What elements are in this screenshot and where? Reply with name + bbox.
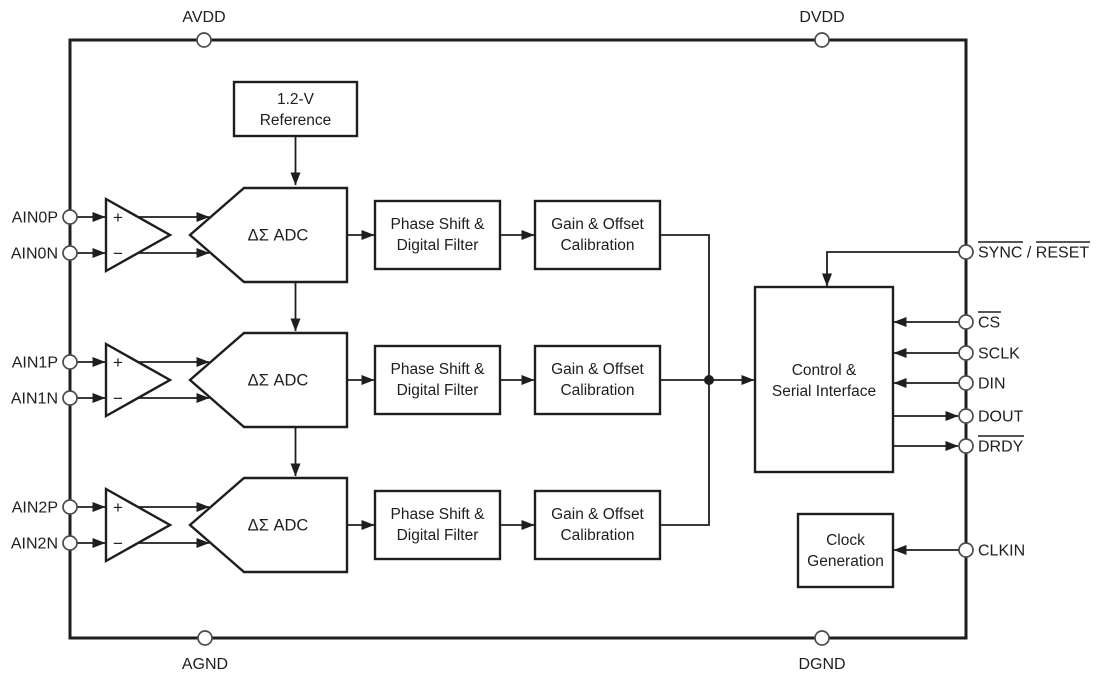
adc-block-1	[188, 331, 349, 429]
pin-dout	[958, 408, 974, 424]
gain-calibration-1-line1: Gain & Offset	[551, 361, 644, 378]
control-serial-interface-block	[753, 285, 895, 474]
phase-filter-block-0	[373, 199, 502, 271]
pin-cs	[958, 314, 974, 330]
phase-filter-2-line2: Digital Filter	[397, 527, 479, 544]
pin-label-ain0p: AIN0P	[12, 210, 58, 227]
amplifier-1-minus-sign: −	[113, 389, 123, 408]
adc-block-0	[188, 186, 349, 284]
amplifier-0-plus-sign: +	[113, 208, 123, 227]
pin-sclk	[958, 345, 974, 361]
pin-label-sync-reset: SYNC / RESET	[978, 245, 1089, 262]
pin-avdd	[196, 32, 212, 48]
pin-ain2p	[62, 499, 78, 515]
clock-generation-block	[796, 512, 895, 589]
pin-drdy	[958, 438, 974, 454]
clock-label-line1: Clock	[826, 532, 865, 549]
control-label-line2: Serial Interface	[772, 383, 876, 400]
pin-ain1n	[62, 390, 78, 406]
adc-block-0-label: ΔΣ ADC	[248, 227, 309, 245]
adc-block-1-label: ΔΣ ADC	[248, 372, 309, 390]
pin-label-drdy: DRDY	[978, 439, 1024, 456]
pin-label-sync: SYNC	[978, 245, 1022, 262]
pin-label-sclk: SCLK	[978, 346, 1020, 363]
pin-clkin	[958, 542, 974, 558]
pin-label-agnd: AGND	[182, 656, 228, 673]
reference-label-line1: 1.2-V	[277, 91, 315, 108]
gain-calibration-2-line2: Calibration	[560, 527, 634, 544]
adc-block-2-label: ΔΣ ADC	[248, 517, 309, 535]
pin-ain2n	[62, 535, 78, 551]
pin-ain0p	[62, 209, 78, 225]
pin-ain0n	[62, 245, 78, 261]
phase-filter-block-1	[373, 344, 502, 416]
phase-filter-1-line1: Phase Shift &	[391, 361, 486, 378]
reference-label-line2: Reference	[260, 112, 332, 129]
pin-din	[958, 375, 974, 391]
pin-label-dout: DOUT	[978, 409, 1024, 426]
pin-label-avdd: AVDD	[182, 9, 225, 26]
gain-calibration-block-1	[533, 344, 662, 416]
pin-label-ain1n: AIN1N	[11, 391, 58, 408]
pin-label-dgnd: DGND	[798, 656, 845, 673]
pin-label-reset: RESET	[1036, 245, 1090, 262]
clock-label-line2: Generation	[807, 553, 884, 570]
gain-calibration-1-line2: Calibration	[560, 382, 634, 399]
amplifier-0-minus-sign: −	[113, 244, 123, 263]
pin-label-din: DIN	[978, 376, 1006, 393]
amplifier-1-plus-sign: +	[113, 353, 123, 372]
pin-sync-reset	[958, 244, 974, 260]
pin-dgnd	[814, 630, 830, 646]
amplifier-2-minus-sign: −	[113, 534, 123, 553]
pin-ain1p	[62, 354, 78, 370]
pin-label-ain1p: AIN1P	[12, 355, 58, 372]
phase-filter-2-line1: Phase Shift &	[391, 506, 486, 523]
gain-calibration-0-line1: Gain & Offset	[551, 216, 644, 233]
pin-label-cs: CS	[978, 315, 1000, 332]
control-label-line1: Control &	[792, 362, 857, 379]
phase-filter-0-line2: Digital Filter	[397, 237, 479, 254]
amplifier-2-plus-sign: +	[113, 498, 123, 517]
pin-label-dvdd: DVDD	[799, 9, 844, 26]
pin-agnd	[197, 630, 213, 646]
wire-sync-reset	[822, 251, 959, 287]
gain-calibration-block-2	[533, 489, 662, 561]
gain-calibration-block-0	[533, 199, 662, 271]
gain-calibration-2-line1: Gain & Offset	[551, 506, 644, 523]
pin-dvdd	[814, 32, 830, 48]
pin-label-sync-reset-separator: /	[1022, 245, 1035, 262]
phase-filter-1-line2: Digital Filter	[397, 382, 479, 399]
pin-label-ain2n: AIN2N	[11, 536, 58, 553]
phase-filter-block-2	[373, 489, 502, 561]
adc-block-2	[188, 476, 349, 574]
pin-label-ain0n: AIN0N	[11, 246, 58, 263]
gain-calibration-0-line2: Calibration	[560, 237, 634, 254]
bus-junction-dot	[704, 375, 714, 385]
phase-filter-0-line1: Phase Shift &	[391, 216, 486, 233]
pin-label-ain2p: AIN2P	[12, 500, 58, 517]
pin-label-clkin: CLKIN	[978, 543, 1025, 560]
chip-boundary	[68, 38, 968, 640]
